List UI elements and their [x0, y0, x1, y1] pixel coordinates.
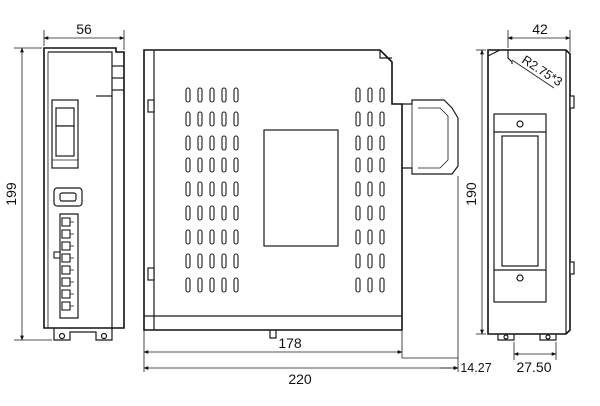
front-view: 56 199	[3, 21, 125, 341]
side-view: 178 220 14.27	[143, 49, 492, 387]
front-height-label: 199	[3, 182, 19, 206]
back-view: 42 R2.75*3 190 27.50	[463, 21, 575, 375]
side-total-depth-label: 220	[288, 371, 312, 387]
back-height-label: 190	[463, 182, 479, 206]
back-width-label: 42	[532, 21, 548, 37]
front-width-label: 56	[76, 21, 92, 37]
vent-slots-left	[185, 87, 239, 293]
mount-pitch-label: 27.50	[516, 359, 551, 375]
vent-slots-right	[355, 87, 385, 293]
terminal-block	[53, 213, 79, 319]
side-body-depth-label: 178	[278, 335, 302, 351]
connector-depth-label: 14.27	[460, 361, 491, 375]
corner-radius-label: R2.75*3	[519, 53, 565, 89]
